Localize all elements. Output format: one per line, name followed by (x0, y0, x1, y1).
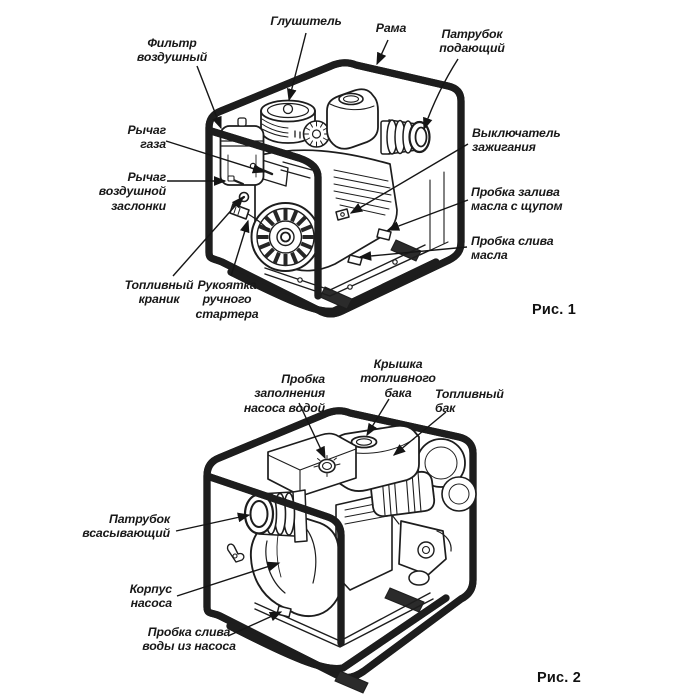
label-fuel-tap: Топливный краник (124, 278, 194, 307)
label-oil-drain-plug: Пробка слива масла (471, 234, 554, 263)
label-frame: Рама (375, 21, 407, 35)
figure-2-caption: Рис. 2 (537, 670, 581, 686)
recoil-starter (250, 202, 321, 272)
label-oil-fill-plug: Пробка залива масла с щупом (471, 185, 563, 214)
figure-2: Пробка заполнения насоса водой Крышка то… (0, 345, 700, 700)
frame-tubes (203, 411, 477, 678)
label-fuel-tank: Топливный бак (435, 387, 504, 416)
leader-arrows (165, 32, 469, 277)
pump-illustration-side-a (165, 32, 469, 345)
frame-tubes (205, 63, 465, 314)
muffler-part (260, 99, 316, 144)
pump-illustration-side-b (175, 398, 477, 694)
label-muffler: Глушитель (270, 14, 342, 28)
label-water-drain-plug: Пробка слива воды из насоса (142, 625, 236, 654)
label-outlet-pipe: Патрубок подающий (439, 27, 505, 56)
label-starter-handle: Рукоятка ручного стартера (195, 278, 259, 321)
air-filter-part (219, 117, 265, 186)
oil-drain-plug-part (347, 254, 363, 266)
label-pump-housing: Корпус насоса (129, 582, 173, 611)
oil-filler-cap (302, 120, 331, 148)
rubber-foot (319, 286, 353, 310)
label-choke-lever: Рычаг воздушной заслонки (98, 170, 166, 213)
outlet-pipe-part (380, 119, 431, 155)
rubber-foot (384, 587, 425, 613)
figure-1-caption: Рис. 1 (532, 302, 576, 318)
label-suction-pipe: Патрубок всасывающий (82, 512, 170, 541)
choke-lever-part (227, 175, 245, 186)
rubber-foot (390, 239, 422, 262)
ignition-switch-part (335, 208, 350, 221)
label-fuel-tank-cap: Крышка топливного бака (360, 357, 436, 400)
oil-fill-plug-part (376, 228, 392, 241)
label-ignition-switch: Выключатель зажигания (472, 126, 561, 155)
leader-arrows (175, 398, 447, 637)
figure-1: Фильтр воздушный Глушитель Рама Патрубок… (0, 0, 700, 345)
rubber-foot (334, 670, 369, 694)
label-air-filter: Фильтр воздушный (136, 36, 208, 65)
pump-top-casing (267, 432, 357, 497)
fuel-tank-part (326, 88, 379, 150)
label-water-fill-plug: Пробка заполнения насоса водой (243, 372, 325, 415)
frame-front-tube (207, 127, 322, 300)
engine-parts (254, 438, 477, 648)
frame-front-tube (206, 473, 345, 647)
label-throttle-lever: Рычаг газа (127, 123, 166, 152)
